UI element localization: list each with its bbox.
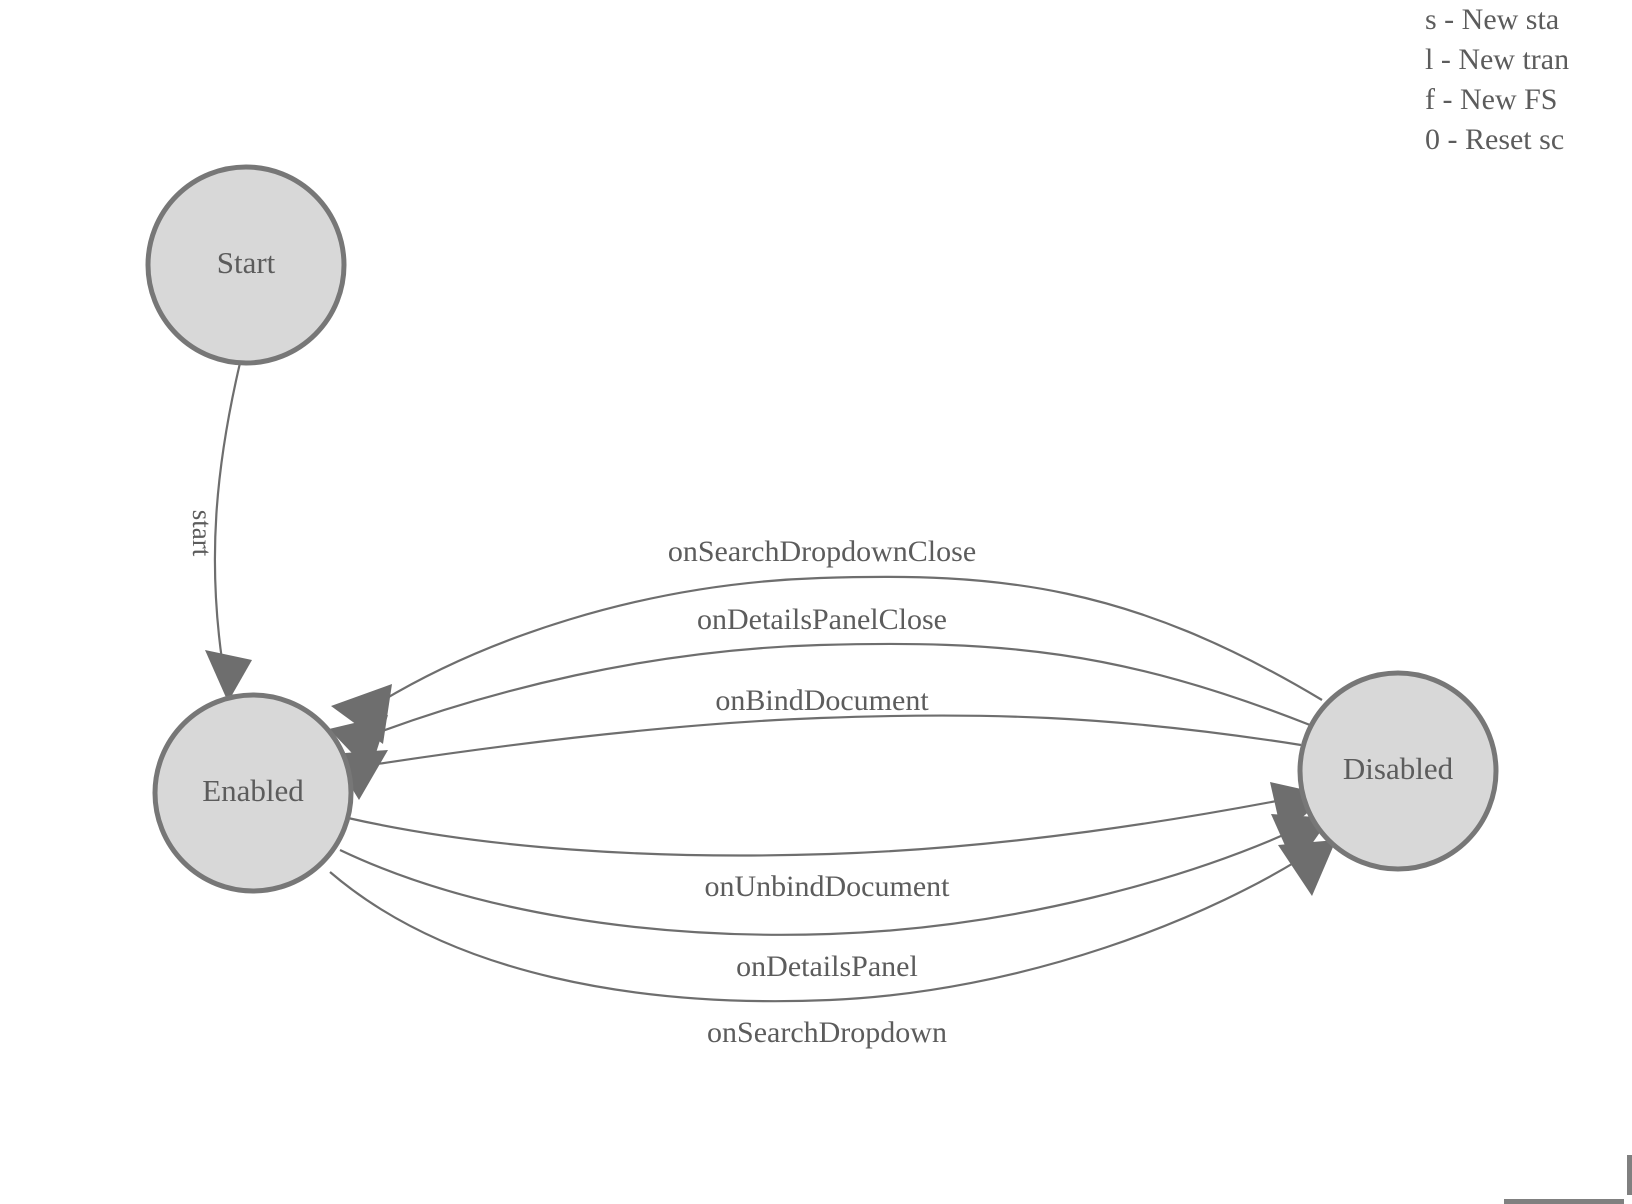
- edge-on-search-dropdown-close-label: onSearchDropdownClose: [668, 535, 976, 568]
- node-start-label: Start: [217, 245, 276, 280]
- edge-on-search-dropdown-path: [329, 844, 1323, 1003]
- keyboard-shortcut-legend: s - New sta l - New tran f - New FS 0 - …: [1425, 0, 1632, 160]
- legend-item-new-fsm: f - New FS: [1425, 83, 1558, 116]
- edge-on-search-dropdown[interactable]: onSearchDropdown: [329, 840, 1336, 1049]
- node-enabled[interactable]: Enabled: [152, 692, 354, 894]
- edge-on-details-panel-close[interactable]: onDetailsPanelClose: [329, 603, 1311, 772]
- edge-on-details-panel-label: onDetailsPanel: [736, 950, 918, 983]
- edge-on-unbind-document-path: [347, 793, 1309, 857]
- legend-item-reset: 0 - Reset sc: [1425, 123, 1565, 156]
- node-start[interactable]: Start: [145, 164, 347, 366]
- edge-on-details-panel-close-path: [365, 642, 1311, 739]
- edge-on-bind-document-path: [357, 714, 1302, 769]
- node-disabled-shape[interactable]: [1297, 670, 1499, 872]
- edge-on-details-panel-path: [339, 821, 1313, 936]
- edge-start[interactable]: start: [187, 362, 252, 702]
- node-enabled-shape[interactable]: [152, 692, 354, 894]
- legend-item-new-state: s - New sta: [1425, 3, 1560, 36]
- node-start-shape[interactable]: [145, 164, 347, 366]
- edge-on-unbind-document-label: onUnbindDocument: [705, 870, 951, 903]
- horizontal-scrollbar-thumb[interactable]: [1504, 1199, 1624, 1204]
- node-enabled-label: Enabled: [202, 773, 304, 808]
- edge-on-search-dropdown-arrowhead: [1278, 840, 1336, 896]
- vertical-scrollbar-thumb[interactable]: [1627, 1155, 1632, 1195]
- edge-on-bind-document[interactable]: onBindDocument: [331, 684, 1302, 800]
- node-disabled-label: Disabled: [1343, 751, 1454, 786]
- node-disabled[interactable]: Disabled: [1297, 670, 1499, 872]
- edge-on-details-panel-close-label: onDetailsPanelClose: [697, 603, 947, 636]
- edge-on-bind-document-label: onBindDocument: [715, 684, 929, 717]
- edge-start-label: start: [187, 510, 217, 557]
- edge-start-arrowhead: [205, 650, 252, 702]
- edge-on-unbind-document[interactable]: onUnbindDocument: [347, 782, 1328, 903]
- legend-item-new-transition: l - New tran: [1425, 43, 1570, 76]
- edge-start-path: [213, 362, 242, 661]
- edge-on-search-dropdown-label: onSearchDropdown: [707, 1016, 947, 1049]
- edge-on-search-dropdown-close-path: [371, 575, 1323, 708]
- edge-on-search-dropdown-close[interactable]: onSearchDropdownClose: [331, 535, 1323, 744]
